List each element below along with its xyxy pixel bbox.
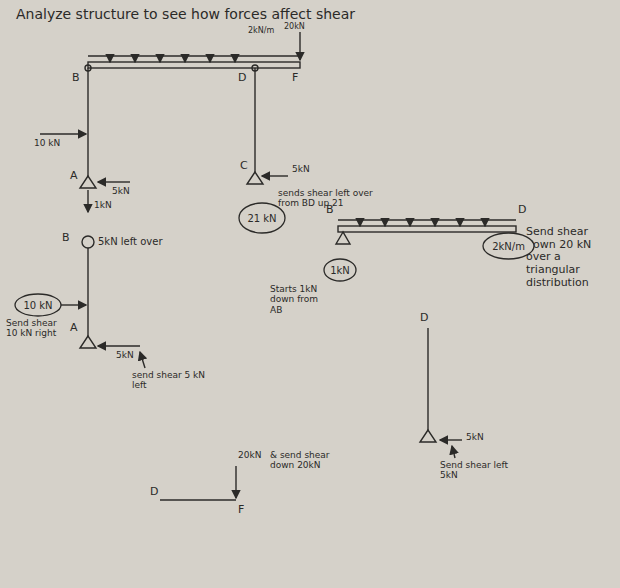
distributed-load <box>338 220 516 226</box>
member <box>87 248 88 336</box>
circle-outline <box>239 203 285 233</box>
note-label: A <box>70 170 78 183</box>
circle-outline <box>15 294 61 316</box>
note-label: C <box>240 160 248 173</box>
note-label: B <box>62 232 70 245</box>
note-label: 5kN left over <box>98 236 163 248</box>
pin-support <box>420 430 436 442</box>
beam <box>338 226 516 232</box>
reaction-arrow <box>262 175 288 176</box>
circled-text: 1kN <box>330 265 350 276</box>
note-label: & send shear down 20kN <box>270 450 352 471</box>
note-label: D <box>150 486 158 499</box>
note-label: 1kN <box>94 200 112 210</box>
note-label: sends shear left over from BD up 21 <box>278 188 396 209</box>
note-label: 20kN <box>284 22 305 31</box>
note-label: Send shear 10 kN right <box>6 318 68 339</box>
note-label: Send shear left 5kN <box>440 460 524 481</box>
column <box>87 68 88 176</box>
circled-text: 2kN/m <box>492 241 525 252</box>
circled-note: 2kN/m <box>482 232 535 260</box>
reaction-arrow <box>98 181 130 182</box>
circled-text: 21 kN <box>247 213 276 224</box>
member <box>427 328 428 430</box>
leader-arrow <box>452 446 455 458</box>
reaction-arrow <box>87 190 88 212</box>
point-load <box>235 466 236 498</box>
circle-outline <box>324 259 356 281</box>
pin-support <box>336 232 350 244</box>
joint-circle <box>82 236 94 248</box>
load-arrow <box>40 133 86 134</box>
frame-beam <box>88 62 300 68</box>
reaction-arrow <box>98 345 140 346</box>
leader-arrow <box>140 352 145 368</box>
note-label: send shear 5 kN left <box>132 370 206 391</box>
note-label: 5kN <box>292 164 310 174</box>
note-label: 20kN <box>238 450 261 460</box>
note-label: 10 kN <box>34 138 60 148</box>
point-load <box>299 32 300 60</box>
circled-note: 21 kN <box>238 202 286 234</box>
circled-note: 10 kN <box>14 293 62 317</box>
pin-support <box>80 336 96 348</box>
note-label: Starts 1kN down from AB <box>270 284 328 315</box>
member <box>160 499 236 500</box>
note-label: D <box>518 204 526 217</box>
joint <box>252 65 258 71</box>
note-label: B <box>326 204 334 217</box>
note-label: B <box>72 72 80 85</box>
distributed-load <box>88 56 300 62</box>
circled-text: 10 kN <box>23 300 52 311</box>
note-label: Send shear down 20 kN over a triangular … <box>526 226 614 289</box>
page-title: Analyze structure to see how forces affe… <box>16 6 355 22</box>
note-label: 5kN <box>116 350 134 360</box>
note-label: F <box>292 72 298 85</box>
note-label: D <box>238 72 246 85</box>
note-label: 2kN/m <box>248 26 274 35</box>
pin-support <box>247 172 263 184</box>
column <box>254 68 255 172</box>
note-label: A <box>70 322 78 335</box>
circled-note: 1kN <box>323 258 357 282</box>
note-label: F <box>238 504 244 517</box>
note-label: 5kN <box>112 186 130 196</box>
note-label: 5kN <box>466 432 484 442</box>
reaction-arrow <box>440 439 462 440</box>
pin-support <box>80 176 96 188</box>
note-label: D <box>420 312 428 325</box>
joint <box>85 65 91 71</box>
circle-outline <box>483 233 534 259</box>
